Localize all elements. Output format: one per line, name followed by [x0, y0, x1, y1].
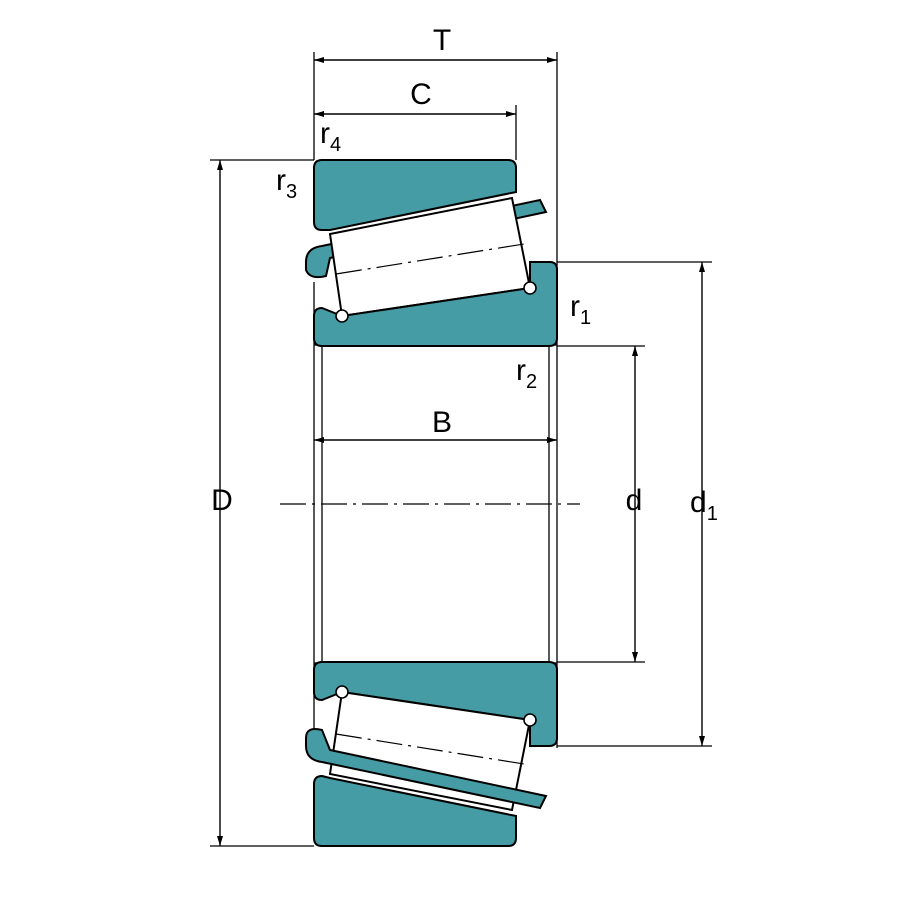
- roller-end-dot: [335, 309, 349, 323]
- roller-end-dot: [523, 281, 537, 295]
- label-T: T: [433, 24, 451, 57]
- label-r4: r4: [320, 117, 341, 156]
- label-d: d: [626, 484, 643, 517]
- outer-ring-upper: [313, 159, 517, 231]
- label-C: C: [410, 78, 432, 111]
- label-r2: r2: [516, 354, 537, 393]
- roller-axis-lower: [335, 733, 525, 765]
- upper-section: [305, 159, 558, 347]
- label-d1: d1: [690, 486, 718, 525]
- label-D: D: [211, 484, 233, 517]
- lower-section: [305, 661, 558, 847]
- inner-ring-lower: [313, 661, 558, 747]
- label-B: B: [432, 406, 452, 439]
- cage-lower: [305, 728, 548, 810]
- label-r1: r1: [570, 290, 591, 329]
- inner-ring-upper: [313, 261, 558, 347]
- outer-ring-lower: [313, 774, 517, 847]
- roller-axis-upper: [335, 243, 525, 275]
- roller-end-dot: [523, 713, 537, 727]
- label-r3: r3: [276, 164, 297, 203]
- roller-end-dot: [335, 685, 349, 699]
- roller-lower: [328, 690, 532, 812]
